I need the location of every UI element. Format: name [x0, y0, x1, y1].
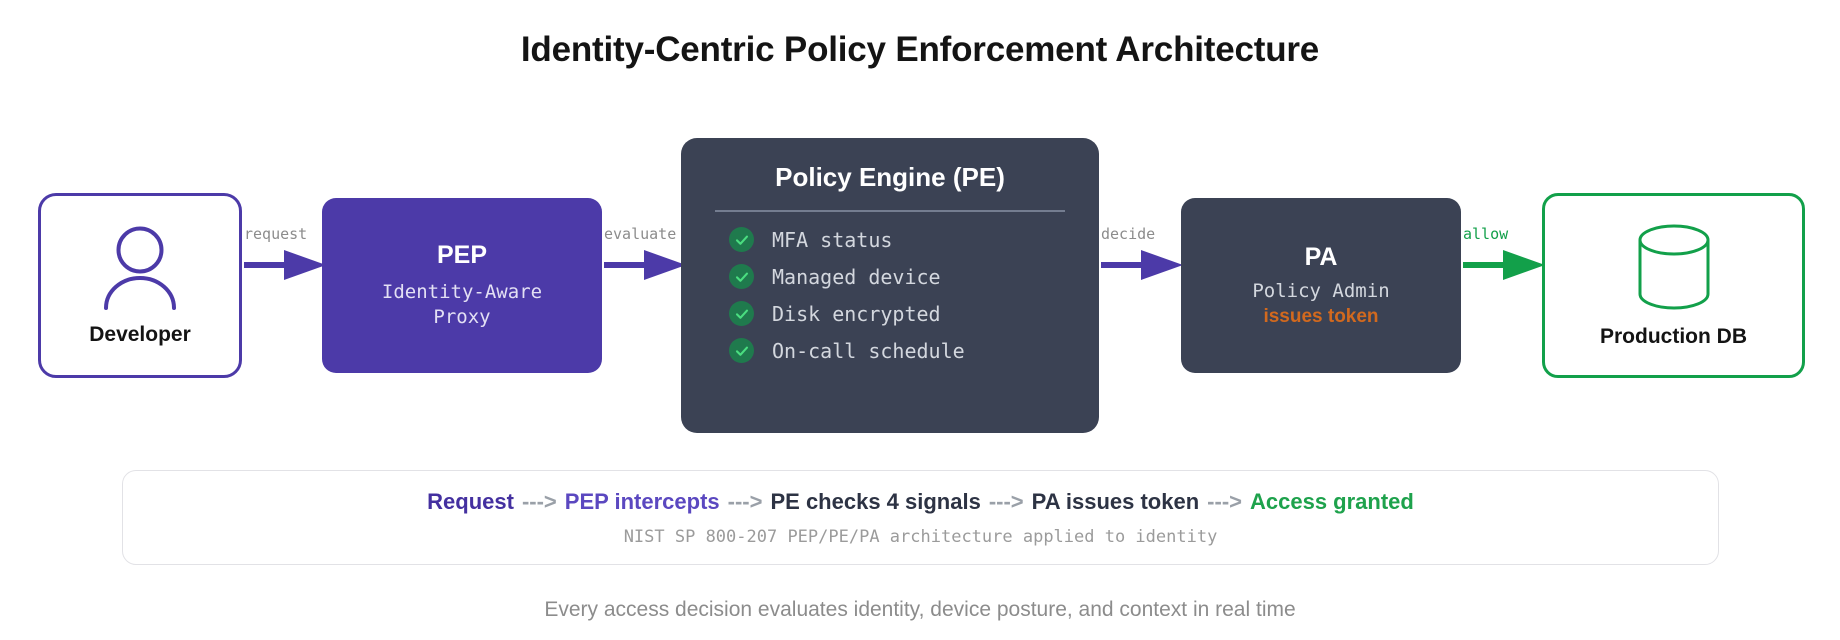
arrow-evaluate: evaluate [604, 225, 694, 285]
node-pep-title: PEP [436, 240, 488, 269]
flow-step-request: Request [427, 488, 514, 514]
node-policy-engine[interactable]: Policy Engine (PE) MFA status Managed de… [681, 138, 1099, 433]
list-item: MFA status [729, 227, 1065, 252]
arrow-allow-label: allow [1463, 225, 1509, 243]
node-policy-admin-subtitle: Policy Admin [1252, 280, 1390, 302]
check-circle-icon [729, 227, 754, 252]
architecture-flow-row: Developer request PEP Identity-Aware Pro… [0, 130, 1840, 440]
person-icon [98, 224, 182, 315]
flow-arrow-2: ---> [727, 488, 763, 514]
flow-step-pa-issues-token: PA issues token [1031, 488, 1200, 514]
node-policy-admin-accent: issues token [1263, 306, 1379, 327]
arrow-allow: allow [1463, 225, 1553, 285]
node-pep-subtitle: Identity-Aware Proxy [382, 280, 542, 330]
flow-step-access-granted: Access granted [1250, 488, 1414, 514]
flow-step-pep-intercepts: PEP intercepts [564, 488, 720, 514]
footer-caption: Every access decision evaluates identity… [544, 598, 1296, 621]
node-pep-subtitle-line2: Proxy [433, 306, 491, 328]
check-circle-icon [729, 301, 754, 326]
check-circle-icon [729, 338, 754, 363]
list-item: On-call schedule [729, 338, 1065, 363]
node-policy-admin-title: PA [1304, 243, 1338, 271]
flow-arrow-1: ---> [521, 488, 557, 514]
node-policy-admin[interactable]: PA Policy Admin issues token [1181, 198, 1461, 373]
signal-label: On-call schedule [772, 338, 965, 363]
signal-label: MFA status [772, 227, 893, 252]
node-developer[interactable]: Developer [38, 193, 242, 378]
arrow-decide-label: decide [1101, 225, 1156, 243]
flow-summary-line: Request ---> PEP intercepts ---> PE chec… [427, 489, 1414, 515]
node-pep[interactable]: PEP Identity-Aware Proxy [322, 198, 602, 373]
flow-arrow-4: ---> [1207, 488, 1242, 514]
arrow-request-label: request [244, 225, 308, 243]
policy-engine-signal-list: MFA status Managed device Disk encrypted… [715, 227, 1065, 363]
arrow-evaluate-label: evaluate [604, 225, 677, 243]
arrow-request: request [244, 225, 334, 285]
node-developer-label: Developer [89, 323, 191, 346]
database-icon [1632, 222, 1716, 319]
summary-card: Request ---> PEP intercepts ---> PE chec… [122, 470, 1719, 565]
flow-step-pe-checks: PE checks 4 signals [770, 488, 981, 514]
signal-label: Disk encrypted [772, 301, 941, 326]
arrow-decide: decide [1101, 225, 1191, 285]
summary-subtitle: NIST SP 800-207 PEP/PE/PA architecture a… [623, 526, 1218, 547]
node-policy-engine-title: Policy Engine (PE) [775, 162, 1005, 192]
list-item: Managed device [729, 264, 1065, 289]
signal-label: Managed device [772, 264, 941, 289]
node-production-db[interactable]: Production DB [1542, 193, 1805, 378]
flow-arrow-3: ---> [988, 488, 1024, 514]
policy-engine-divider [715, 210, 1065, 212]
node-production-db-label: Production DB [1600, 325, 1747, 348]
node-pep-subtitle-line1: Identity-Aware [381, 280, 543, 303]
list-item: Disk encrypted [729, 301, 1065, 326]
page-title: Identity-Centric Policy Enforcement Arch… [520, 30, 1320, 69]
check-circle-icon [729, 264, 754, 289]
